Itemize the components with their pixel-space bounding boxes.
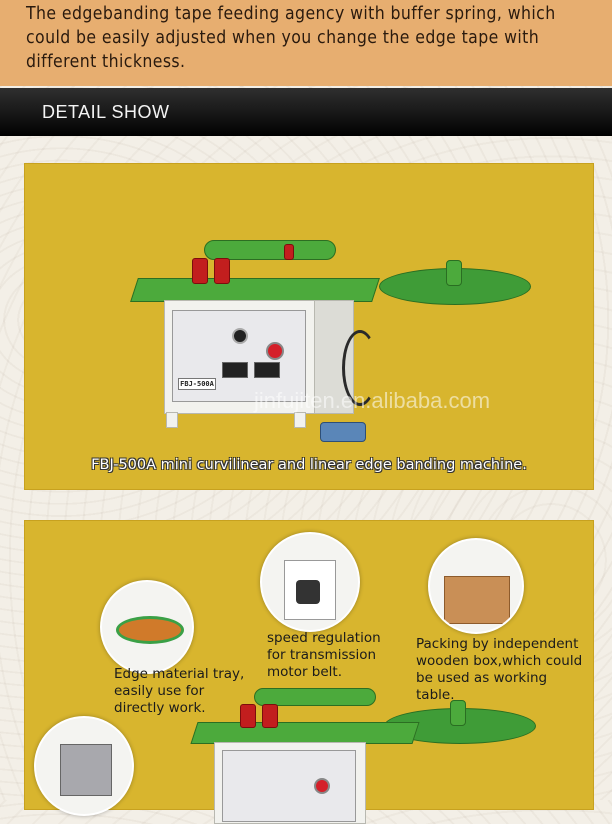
model-plate: FBJ-500A [178,378,216,390]
note-packing: Packing by independent wooden box,which … [416,636,583,703]
roller [262,704,278,728]
machine-leg [166,412,178,428]
metal-part-shape [60,744,112,796]
temperature-display [222,362,248,378]
emergency-stop-button [266,342,284,360]
edge-banding-machine-image: FBJ-500A [130,238,554,448]
foot-pedal [320,422,366,442]
roller [240,704,256,728]
machine-upper-deck [254,688,376,706]
note-edge-tray: Edge material tray, easily use for direc… [114,666,245,716]
section-header-bar: DETAIL SHOW [0,88,612,136]
detail-features-panel: Edge material tray, easily use for direc… [24,520,594,824]
machine-top-plate [130,278,380,302]
roller [214,258,230,284]
regulator-dial-shape [296,580,320,604]
temperature-display [254,362,280,378]
tray-hub [450,700,466,726]
top-banner: The edgebanding tape feeding agency with… [0,0,612,86]
speed-knob [232,328,248,344]
machine-leg [294,412,306,428]
machine-top-plate [190,722,420,744]
section-title: DETAIL SHOW [42,102,170,122]
product-caption: FBJ-500A mini curvilinear and linear edg… [91,457,527,473]
product-photo-panel: FBJ-500A jinfujiten.en.alibaba.com FBJ-5… [24,163,594,490]
speed-regulator-photo [260,532,360,632]
power-cable [342,330,378,406]
banner-text: The edgebanding tape feeding agency with… [26,4,556,72]
watermark: jinfujiten.en.alibaba.com [254,388,491,413]
wooden-box-shape [444,576,510,624]
packing-box-photo [428,538,524,634]
emergency-stop-button [314,778,330,794]
machine-upper-deck [204,240,336,260]
note-speed-regulation: speed regulation for transmission motor … [267,630,381,680]
edge-banding-machine-image [184,686,544,824]
roller [192,258,208,284]
tray-hub [446,260,462,286]
edge-tape-roll-shape [116,616,184,644]
roller [284,244,294,260]
gluing-unit-photo [34,716,134,816]
edge-tray-photo [100,580,194,674]
control-panel [222,750,356,822]
